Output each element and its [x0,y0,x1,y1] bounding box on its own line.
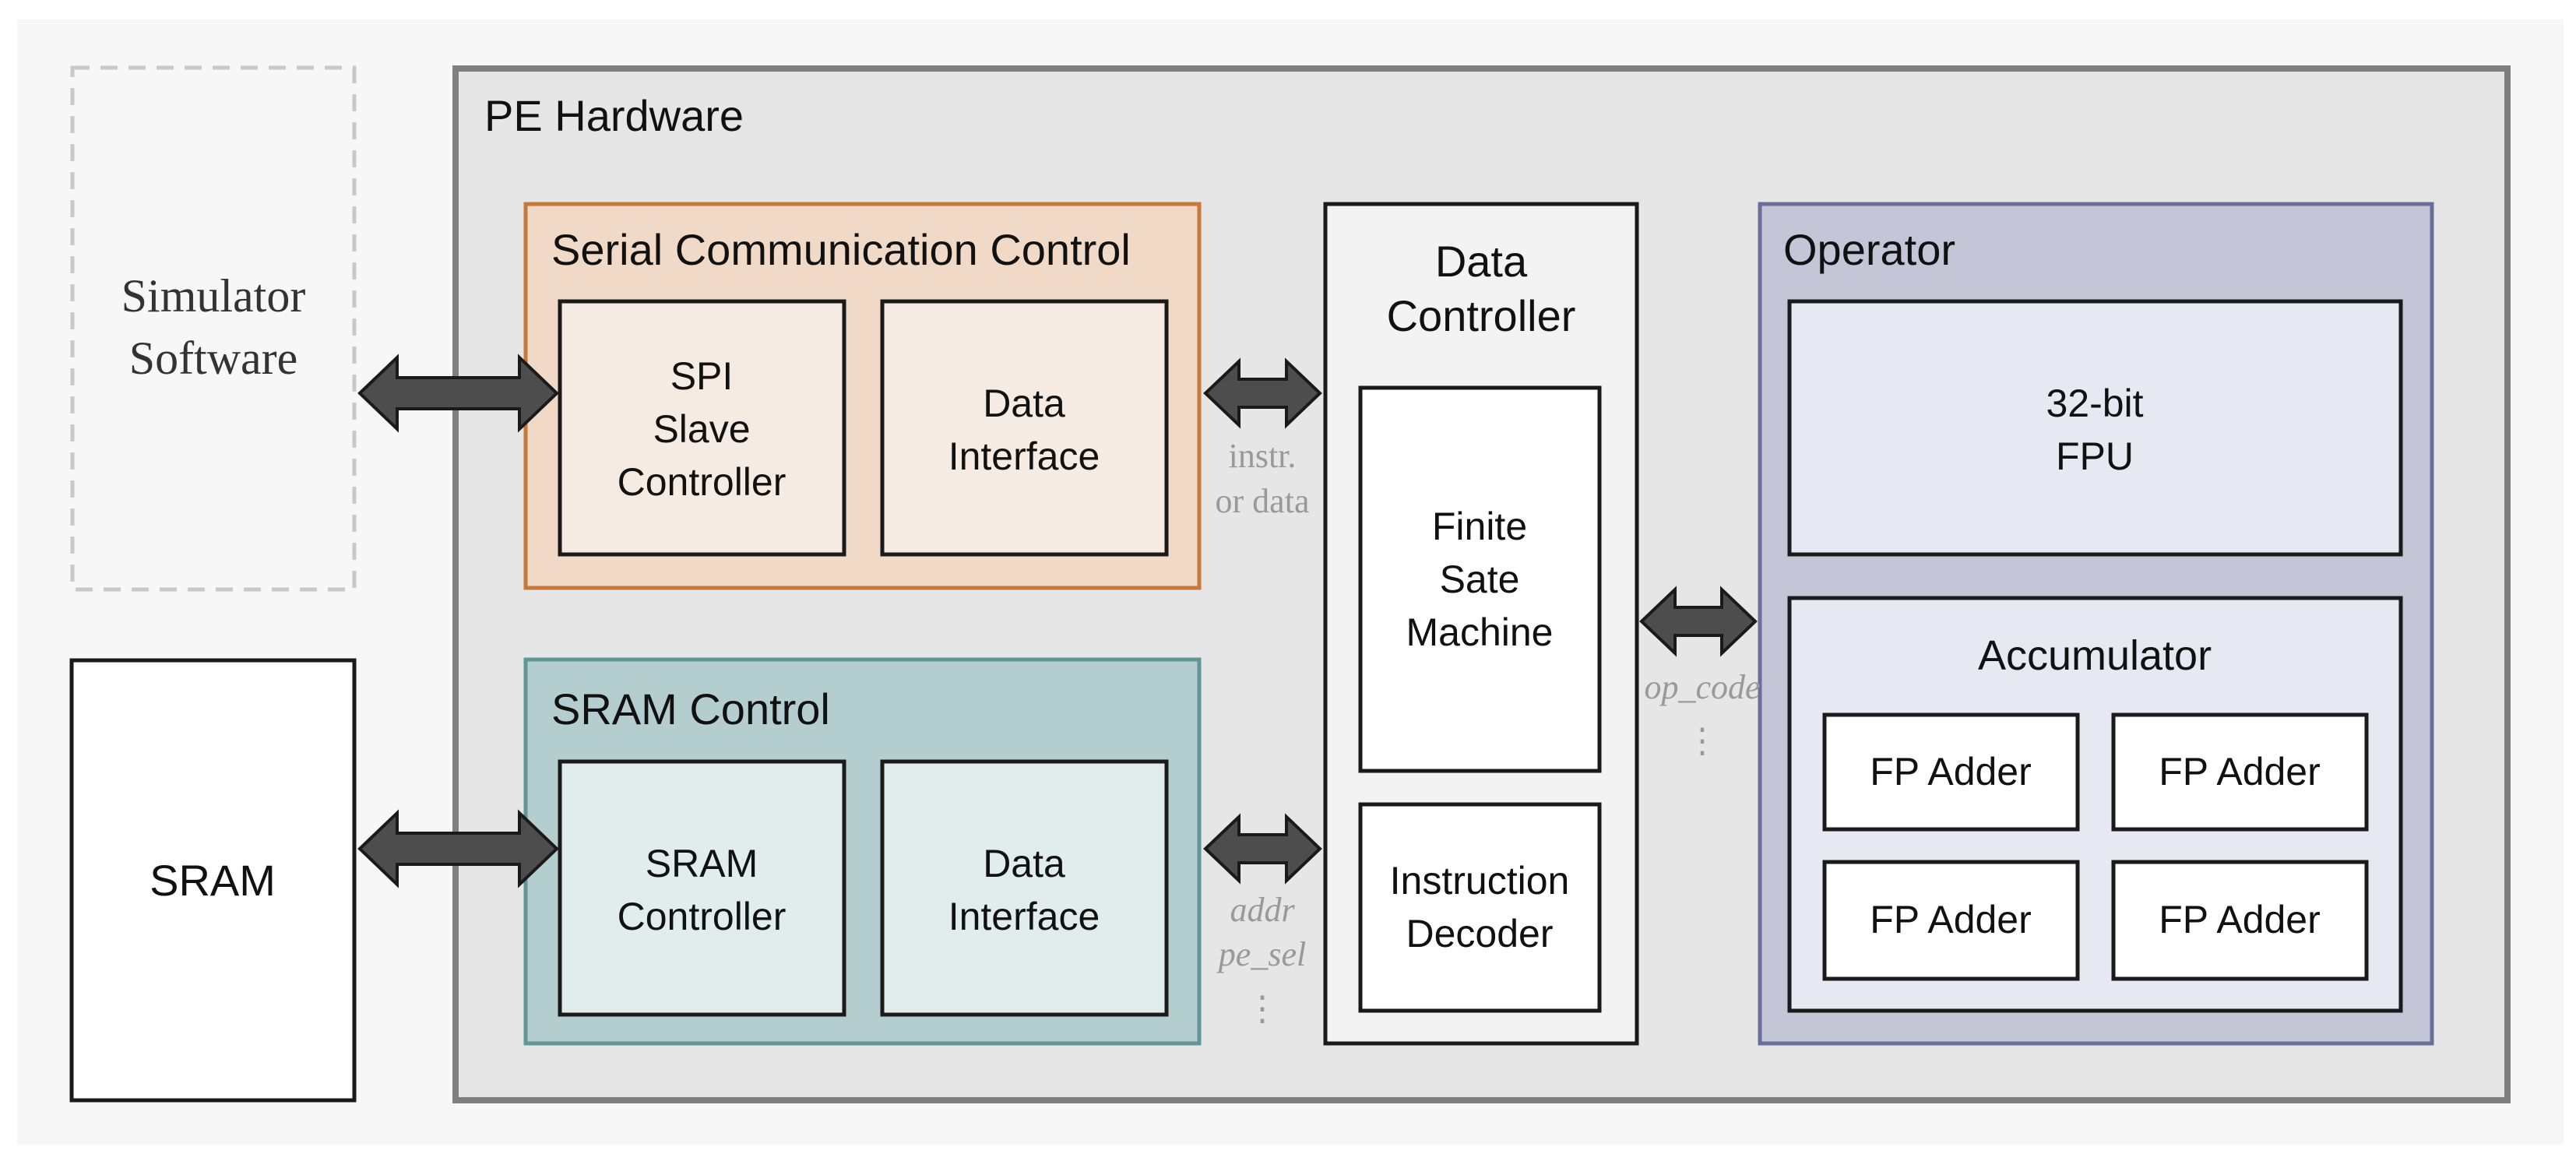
fp-adder-box [2111,712,2369,832]
accumulator-title: Accumulator [1978,632,2212,679]
sram-data-interface-box [880,759,1169,1017]
fsm-line3: Machine [1406,610,1554,654]
sram-controller-line1: SRAM [646,842,758,885]
sramcontrol-datacontroller-arrow [1203,813,1322,885]
sram-data-interface-line1: Data [983,842,1065,885]
serial-control-title: Serial Communication Control [551,225,1131,274]
serial-data-interface-line2: Interface [948,434,1100,478]
fp-adder-label: FP Adder [2159,898,2321,941]
fp-adder-label: FP Adder [2159,750,2321,793]
sram-box [69,658,357,1103]
signal-addr-label: addr [1230,891,1295,929]
sram-control-title: SRAM Control [551,684,830,734]
fsm-line1: Finite [1432,505,1527,548]
fp-adder-box [2111,860,2369,981]
fpu-line2: FPU [2056,434,2134,478]
decoder-line1: Instruction [1390,859,1570,902]
spi-label-line2: Slave [653,407,750,451]
pe-hardware-title: PE Hardware [484,91,744,140]
signal-or-data-label: or data [1216,482,1310,520]
operator-title: Operator [1783,225,1955,274]
data-controller-title-line1: Data [1435,237,1528,286]
fp-adder-box [1822,860,2080,981]
simulator-label-line2: Software [129,332,298,384]
decoder-line2: Decoder [1406,912,1554,955]
data-controller: Data Controller Finite Sate Machine Inst… [1323,202,1639,1046]
sram-block: SRAM [69,658,357,1103]
signal-operator-more-label: ⋮ [1685,722,1719,760]
spi-label-line1: SPI [670,354,734,398]
data-controller-title-line2: Controller [1387,291,1576,340]
fpu-line1: 32-bit [2046,382,2143,425]
signal-pe-sel-label: pe_sel [1216,935,1306,973]
fpu-box [1787,299,2403,557]
operator: Operator 32-bit FPU Accumulator FP Adder… [1758,202,2434,1046]
spi-label-line3: Controller [618,460,787,504]
fp-adder-label: FP Adder [1870,898,2032,941]
sram-sramcontrol-arrow [357,809,559,888]
signal-sram-more-label: ⋮ [1245,990,1279,1028]
sram-controller-box [558,759,846,1017]
fp-adder-box [1822,712,2080,832]
serial-communication-control: Serial Communication Control SPI Slave C… [523,202,1202,590]
fp-adder-label: FP Adder [1870,750,2032,793]
fsm-line2: Sate [1440,558,1520,601]
serial-data-interface-line1: Data [983,382,1065,425]
simulator-software-block: Simulator Software [70,65,357,592]
serial-data-interface-box [880,299,1169,557]
instruction-decoder-box [1358,802,1602,1013]
fsm-box [1358,385,1602,773]
sram-label: SRAM [150,856,276,905]
sram-controller-line2: Controller [618,895,787,938]
datacontroller-operator-arrow [1639,586,1758,657]
spi-slave-controller-box [558,299,846,557]
simulator-software-border [70,65,357,592]
sram-data-interface-line2: Interface [948,895,1100,938]
serial-datacontroller-arrow [1203,357,1322,429]
signal-op-code-label: op_code [1644,668,1760,706]
simulator-label-line1: Simulator [121,270,306,322]
signal-instr-label: instr. [1229,437,1297,475]
simulator-serial-arrow [357,354,559,433]
sram-control: SRAM Control SRAM Controller Data Interf… [523,657,1202,1046]
